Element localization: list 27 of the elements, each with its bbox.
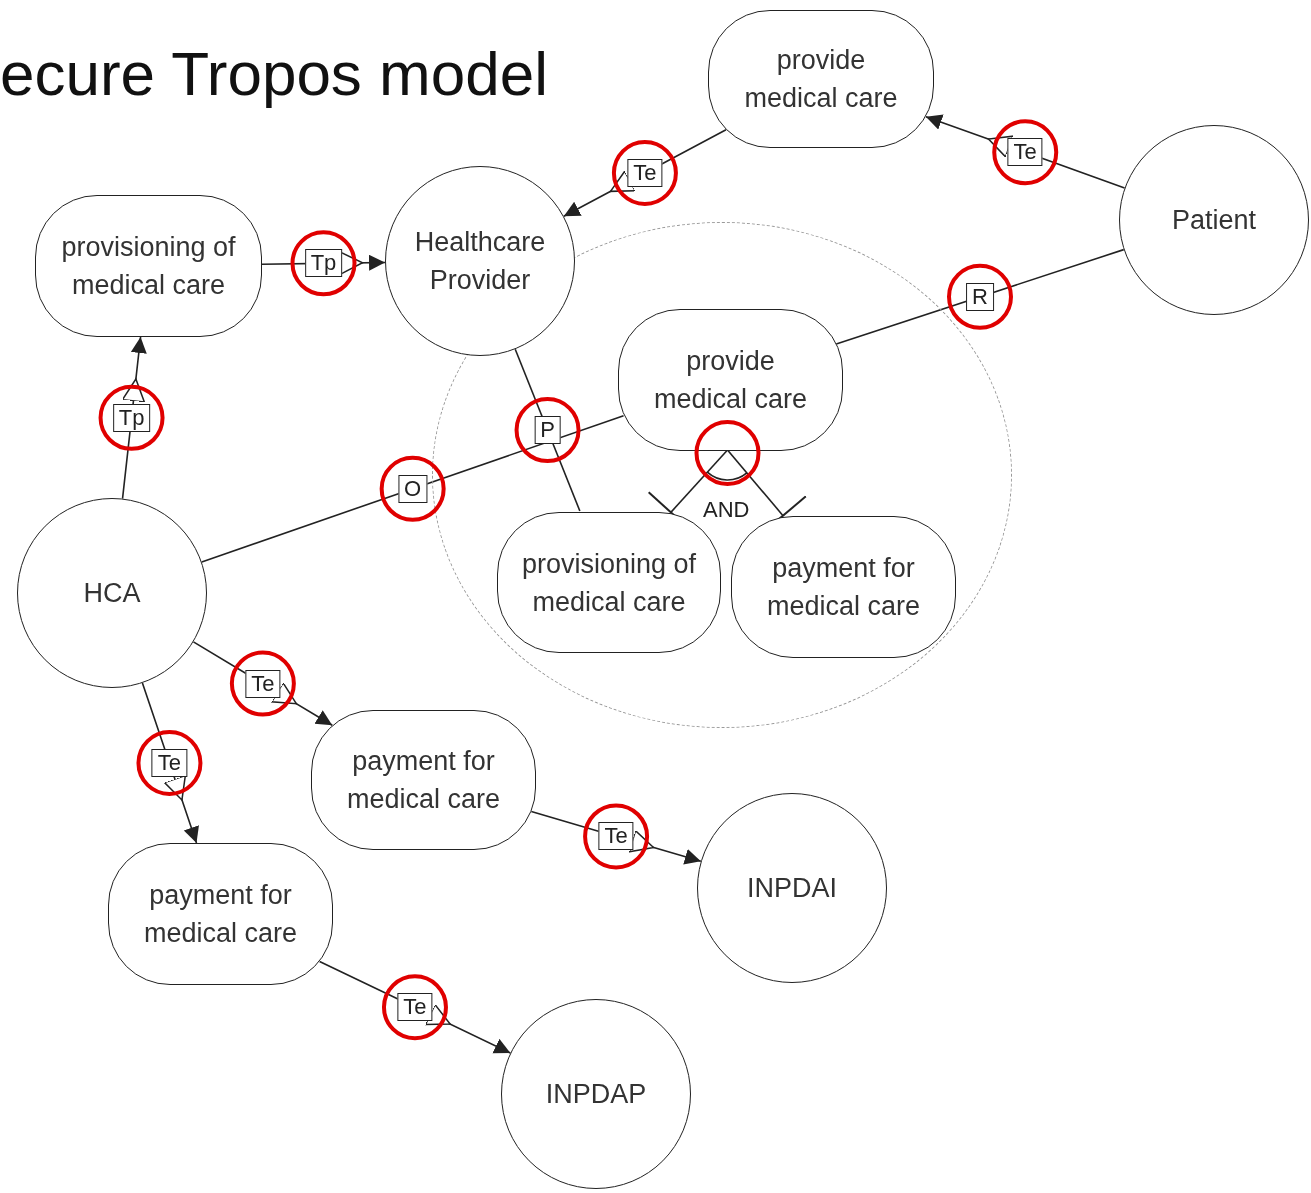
edge-label: Te: [598, 822, 634, 851]
edge-label: Te: [397, 993, 433, 1022]
node-text: provisioning of medical care: [520, 547, 698, 619]
node-text: provide medical care: [652, 345, 809, 416]
decomposition-label: AND: [703, 497, 750, 523]
edge-label: Tp: [112, 403, 151, 432]
dependency-line: [200, 414, 625, 563]
node-text: provide medical care: [743, 44, 899, 115]
node-text: HCA: [83, 577, 141, 610]
edge-label: Te: [627, 158, 663, 187]
edge-label: Te: [245, 669, 281, 698]
node-text: payment for medical care: [142, 879, 299, 950]
edge-label: Te: [151, 749, 188, 777]
node-text: payment for medical care: [345, 745, 502, 816]
node-text: INPDAP: [545, 1078, 647, 1111]
dependency-line: [835, 248, 1125, 345]
edge-label: R: [966, 282, 994, 311]
node-text: INPDAI: [747, 872, 837, 905]
edge-label: Te: [1007, 138, 1043, 167]
title: ecure Tropos model: [0, 38, 548, 109]
edge-label: O: [398, 474, 428, 503]
node-text: Healthcare Provider: [413, 226, 547, 297]
edge-label: P: [534, 416, 561, 445]
node-text: Patient: [1171, 204, 1257, 237]
node-text: payment for medical care: [765, 552, 922, 623]
node-text: provisioning of medical care: [60, 231, 237, 302]
edge-label: Tp: [304, 249, 343, 278]
